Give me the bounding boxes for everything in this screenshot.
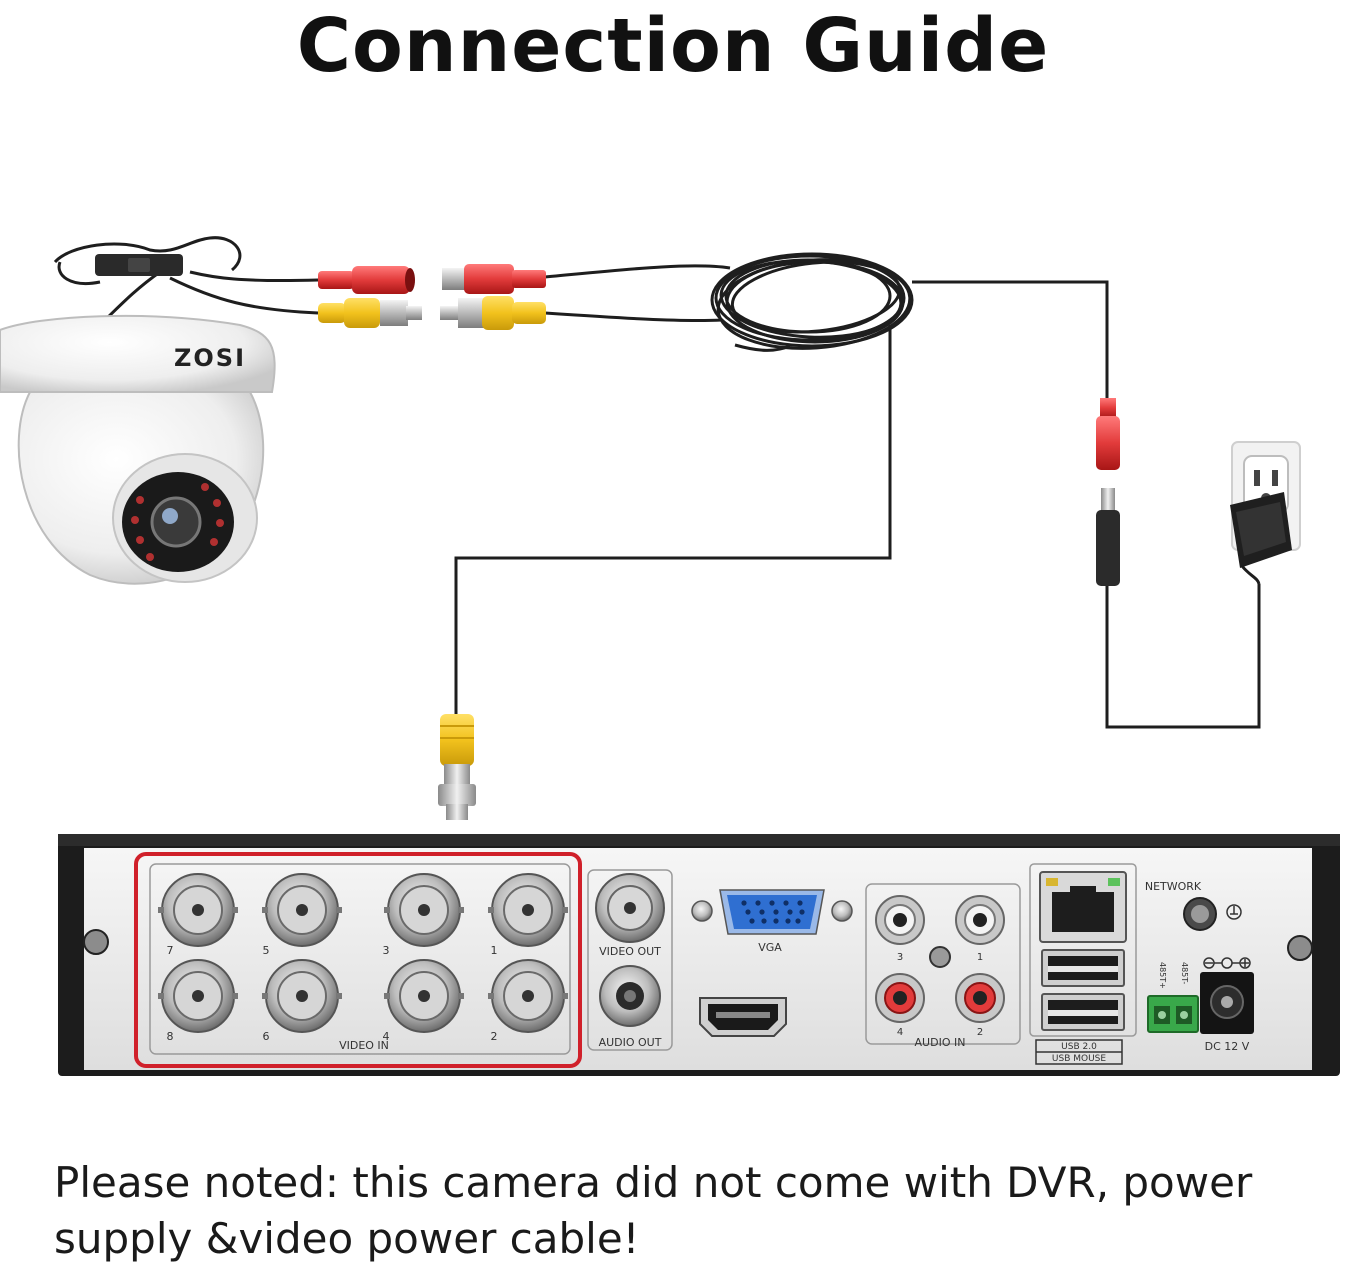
power-cable-route-bottom (1105, 584, 1261, 729)
vga-port (691, 889, 853, 935)
usb-label: USB 2.0 (1061, 1042, 1097, 1052)
camera-power-connector (318, 266, 415, 294)
dvr-labels: VIDEO IN VIDEO OUT AUDIO OUT VGA AUDIO I… (339, 880, 1250, 1064)
audio-in-number-3: 3 (897, 952, 903, 963)
bnc-cable-route (454, 325, 892, 716)
audio-in-label: AUDIO IN (915, 1036, 966, 1049)
audio-out-port (599, 965, 661, 1027)
audio-in-number-1: 1 (977, 952, 983, 963)
dc-power-jack (1200, 957, 1254, 1034)
network-label: NETWORK (1145, 880, 1202, 893)
video-in-channel-number: 5 (263, 944, 270, 957)
connection-diagram: ZOSI (0, 236, 1340, 1076)
video-in-port (384, 873, 464, 947)
audio-in-number-2: 2 (977, 1027, 983, 1038)
ground-screw (1183, 897, 1242, 931)
dvr-recorder (58, 834, 1340, 1076)
audio-out-label: AUDIO OUT (599, 1036, 662, 1049)
power-cable-route-top (912, 280, 1109, 398)
vga-label: VGA (758, 941, 782, 954)
dome-camera (0, 236, 319, 585)
video-in-channel-number: 2 (491, 1030, 498, 1043)
video-in-channel-number: 1 (491, 944, 498, 957)
dvr-bnc-plug (438, 714, 476, 820)
video-in-port (488, 959, 568, 1033)
audio-in-number-4: 4 (897, 1027, 903, 1038)
usb-mouse-label: USB MOUSE (1052, 1054, 1106, 1064)
video-in-port (262, 873, 342, 947)
video-out-port (595, 873, 665, 943)
video-in-port (384, 959, 464, 1033)
audio-in-ports (875, 895, 1005, 1023)
video-in-channel-number: 4 (383, 1030, 390, 1043)
dc-label: DC 12 V (1205, 1040, 1250, 1053)
disclaimer-note: Please noted: this camera did not come w… (54, 1158, 1253, 1263)
video-out-label: VIDEO OUT (599, 945, 661, 958)
video-in-ports (158, 873, 568, 1033)
page-title: Connection Guide (296, 3, 1050, 89)
video-in-channel-number: 8 (167, 1030, 174, 1043)
video-in-port (158, 873, 238, 947)
video-in-channel-number: 3 (383, 944, 390, 957)
video-in-port (158, 959, 238, 1033)
rack-screw (83, 929, 1313, 961)
rs485-plus-label: 485T+ (1158, 962, 1167, 989)
video-in-label: VIDEO IN (339, 1039, 389, 1052)
video-in-channel-number: 6 (263, 1030, 270, 1043)
coiled-cable (544, 252, 914, 352)
cable-lines (454, 280, 1261, 729)
cable-bnc-plug (440, 296, 546, 330)
power-female-connector (1096, 398, 1120, 470)
rs485-minus-label: 485T- (1180, 962, 1189, 984)
usb-ports (1041, 949, 1125, 1031)
network-port (1039, 871, 1127, 943)
hdmi-port (699, 997, 787, 1037)
video-in-port (262, 959, 342, 1033)
cable-power-plug (442, 264, 546, 294)
video-in-port (488, 873, 568, 947)
power-adapter-plug (1096, 488, 1120, 586)
camera-bnc-connector (318, 298, 422, 328)
rs485-terminal (1147, 995, 1199, 1033)
camera-brand-logo: ZOSI (174, 344, 246, 372)
video-in-channel-numbers: 7 5 3 1 8 6 4 2 (167, 944, 498, 1043)
power-adapter (1230, 492, 1292, 585)
video-in-channel-number: 7 (167, 944, 174, 957)
video-in-highlight (134, 852, 582, 1068)
